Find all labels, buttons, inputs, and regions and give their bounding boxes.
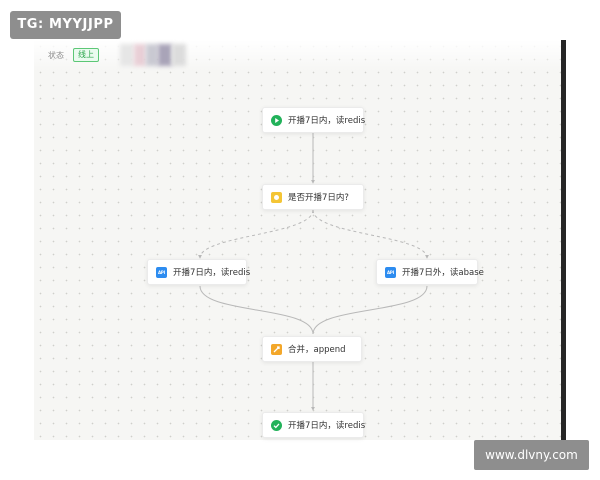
node-branch-right[interactable]: API 开播7日外，读abase <box>376 259 484 285</box>
check-icon <box>271 419 282 431</box>
node-merge-label: 合并，append <box>288 345 346 355</box>
node-merge[interactable]: 合并，append <box>262 336 362 362</box>
condition-icon <box>271 191 282 203</box>
redacted-block <box>120 44 186 66</box>
node-start-label: 开播7日内，读redis <box>288 116 366 126</box>
node-branch-left[interactable]: API 开播7日内，读redis <box>147 259 251 285</box>
api-icon: API <box>385 266 396 278</box>
canvas-border <box>561 40 566 440</box>
edge-condition-to-left <box>198 209 314 259</box>
api-icon: API <box>156 266 167 278</box>
watermark-top: TG: MYYJJPP <box>10 11 121 39</box>
status-row: 状态 线上 <box>48 46 99 64</box>
node-start[interactable]: 开播7日内，读redis <box>262 107 366 133</box>
node-end-label: 开播7日内，读redis <box>288 421 366 431</box>
edge-condition-to-right <box>312 209 429 259</box>
node-condition[interactable]: 是否开播7日内? <box>262 184 364 210</box>
node-condition-label: 是否开播7日内? <box>288 193 349 203</box>
edge-right-to-merge <box>312 285 428 335</box>
watermark-bottom: www.dlvny.com <box>474 440 589 470</box>
status-badge: 线上 <box>73 48 99 62</box>
node-branch-left-label: 开播7日内，读redis <box>173 268 251 278</box>
status-label: 状态 <box>48 50 64 60</box>
node-end[interactable]: 开播7日内，读redis <box>262 412 366 438</box>
play-icon <box>271 114 282 126</box>
edge-left-to-merge <box>199 285 314 335</box>
node-branch-right-label: 开播7日外，读abase <box>402 268 484 278</box>
merge-icon <box>271 343 282 355</box>
